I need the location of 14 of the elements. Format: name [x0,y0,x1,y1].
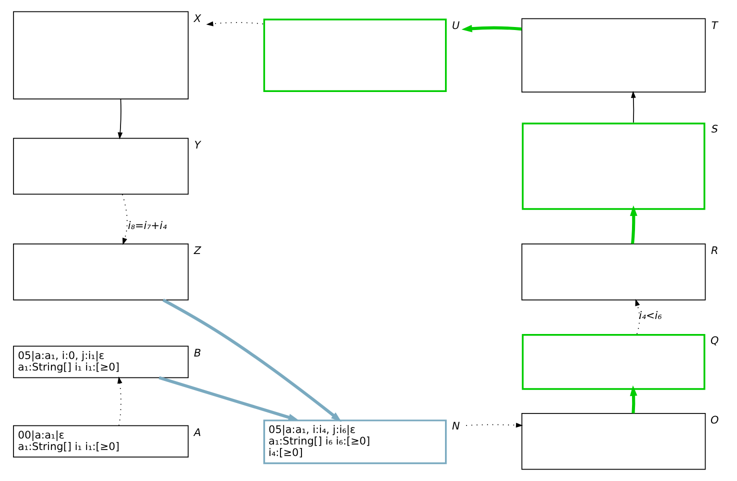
node-label: U [451,20,460,32]
node-label: O [710,414,718,427]
node-label: N [451,420,460,433]
node-label: B [193,347,201,360]
edge-label: i₄<i₆ [638,310,662,322]
node-label: Y [194,139,200,152]
node-label: Q [710,335,718,348]
node-label: S [710,124,718,136]
node-label: Z [193,245,201,258]
node-label: A [193,426,201,439]
node-label: T [710,20,718,32]
edge-label: i₈=i₇+i₄ [127,220,166,232]
node-label: X [193,12,201,25]
node-label: R [710,245,718,258]
